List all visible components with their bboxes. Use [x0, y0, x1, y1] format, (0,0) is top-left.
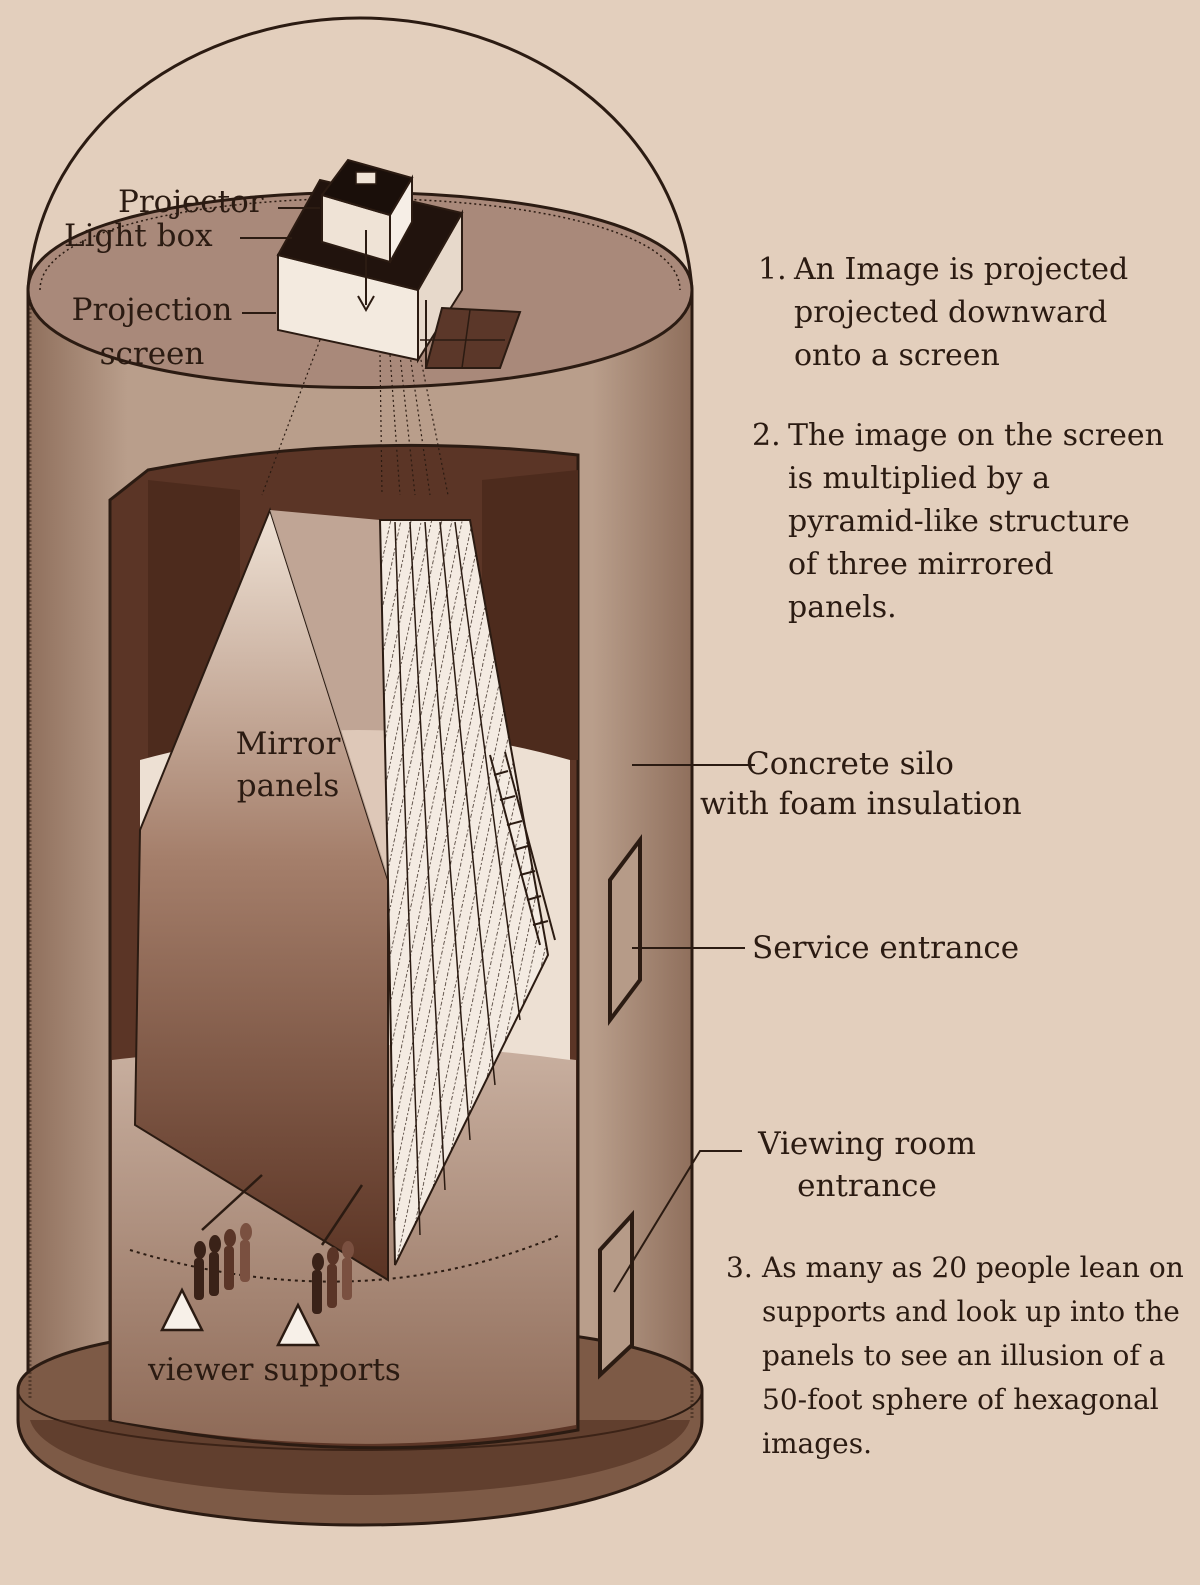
- step-2-number: 2.: [752, 418, 781, 453]
- dome-outline: [26, 16, 694, 291]
- leader-lines: [240, 207, 755, 1293]
- projector: [320, 158, 414, 313]
- label-viewing-room-line1: Viewing room: [758, 1126, 976, 1162]
- step-2-text: The image on the screen is multiplied by…: [788, 418, 1164, 625]
- step-2: 2. The image on the screen is multiplied…: [752, 414, 1182, 629]
- label-light-box: Light box: [64, 218, 213, 254]
- step-1-text: An Image is projected projected downward…: [794, 252, 1129, 373]
- label-concrete-silo-line2: with foam insulation: [700, 786, 1022, 822]
- step-1-number: 1.: [758, 252, 787, 287]
- label-projector: Projector: [118, 184, 264, 220]
- step-3: 3. As many as 20 people lean on supports…: [726, 1246, 1196, 1466]
- viewer-figures: [194, 1223, 354, 1314]
- ladder: [489, 751, 556, 946]
- label-mirror-panels-line1: Mirror: [235, 726, 341, 762]
- label-mirror-panels-line2: panels: [236, 768, 340, 804]
- service-entrance-door: [608, 834, 642, 1026]
- mirror-panel-hatched: [378, 519, 550, 1266]
- label-viewing-room-line2: entrance: [797, 1168, 937, 1204]
- label-projection-screen-line1: Projection: [71, 292, 233, 328]
- viewer-support-markers: [159, 1174, 364, 1347]
- label-viewer-supports: viewer supports: [148, 1352, 401, 1388]
- label-concrete-silo-line1: Concrete silo: [746, 746, 954, 782]
- step-3-text: As many as 20 people lean on supports an…: [762, 1251, 1184, 1460]
- viewing-room-door: [598, 1209, 634, 1380]
- label-service-entrance: Service entrance: [752, 930, 1020, 966]
- step-1: 1. An Image is projected projected downw…: [758, 248, 1178, 377]
- label-projection-screen-line2: screen: [99, 336, 205, 372]
- projection-screen: [420, 300, 522, 369]
- step-3-number: 3.: [726, 1251, 753, 1284]
